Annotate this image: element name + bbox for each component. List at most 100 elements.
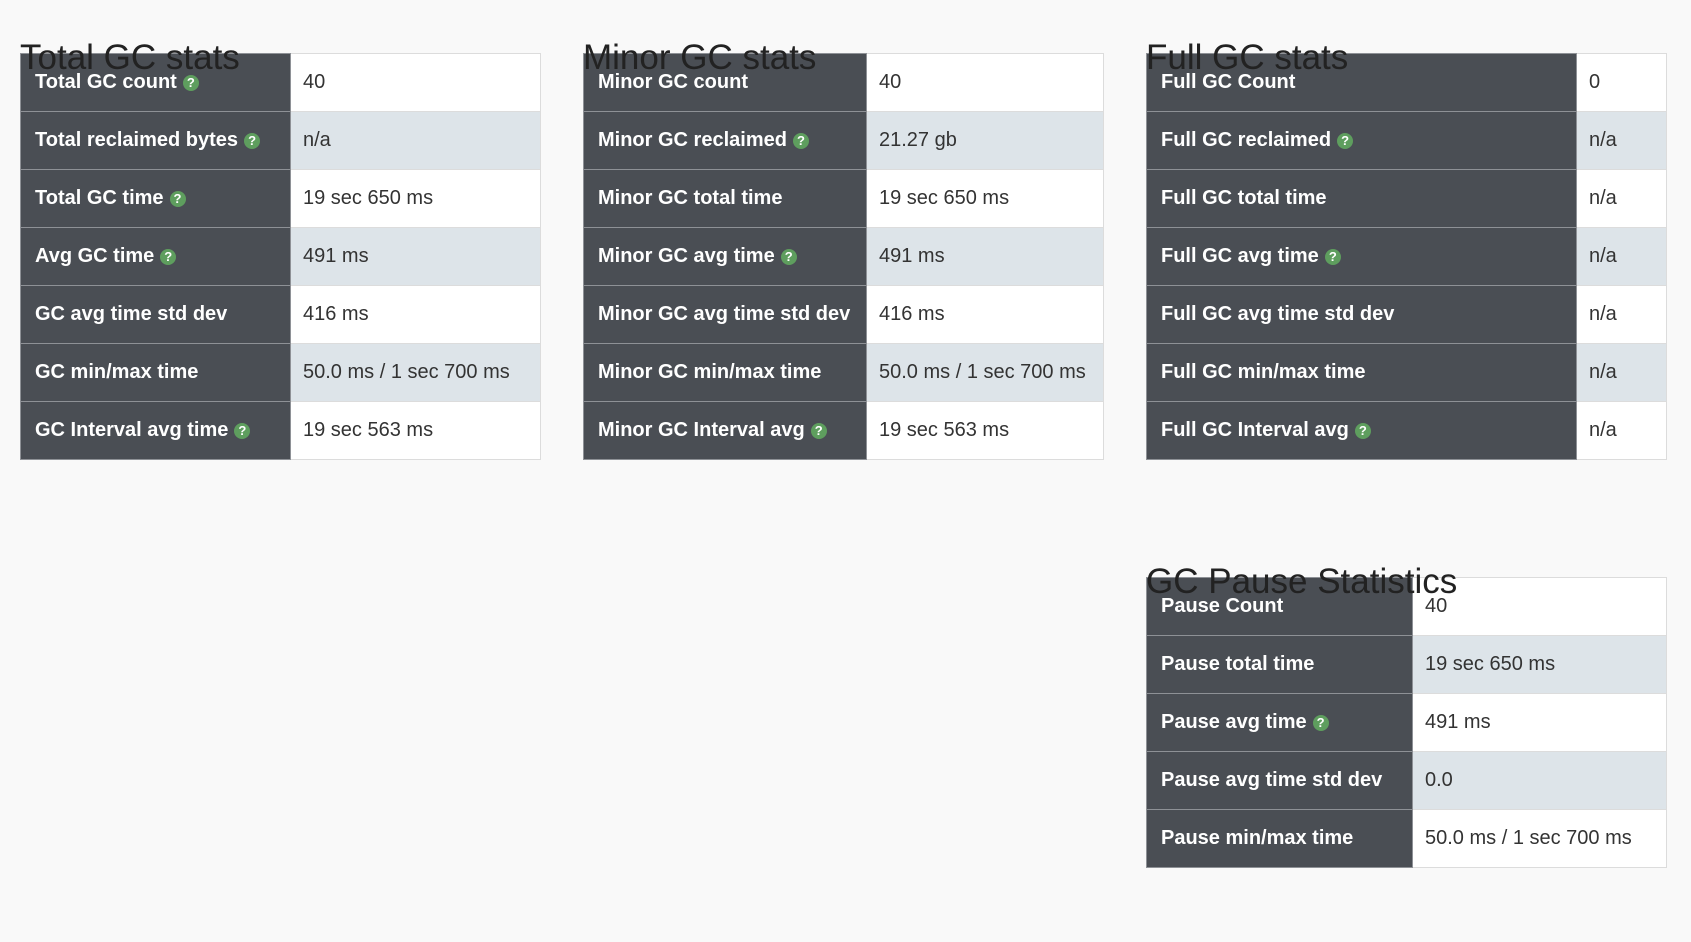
stats-row: Minor GC count 40 xyxy=(583,53,1104,112)
stat-value: 416 ms xyxy=(290,285,541,344)
stat-label-cell: Pause avg time? xyxy=(1146,693,1413,752)
stat-label-cell: Full GC min/max time xyxy=(1146,343,1577,402)
stat-value: 50.0 ms / 1 sec 700 ms xyxy=(290,343,541,402)
stat-label: Pause avg time xyxy=(1161,711,1307,733)
stat-label: GC avg time std dev xyxy=(35,303,228,325)
stat-value: 19 sec 650 ms xyxy=(866,169,1104,228)
stat-label-cell: Full GC avg time std dev xyxy=(1146,285,1577,344)
stat-value: 40 xyxy=(290,53,541,112)
stats-row: Avg GC time?491 ms xyxy=(20,227,541,286)
minor-gc-title: Minor GC stats xyxy=(583,38,817,77)
stat-value: 50.0 ms / 1 sec 700 ms xyxy=(1412,809,1667,868)
help-icon[interactable]: ? xyxy=(160,249,177,265)
stat-label-cell: Minor GC total time xyxy=(583,169,867,228)
stat-label-cell: GC avg time std dev xyxy=(20,285,291,344)
help-icon[interactable]: ? xyxy=(234,423,251,439)
stat-label: Minor GC avg time xyxy=(598,245,775,267)
stat-label: Total GC time xyxy=(35,187,164,209)
stats-row: Full GC reclaimed?n/a xyxy=(1146,111,1667,170)
help-icon[interactable]: ? xyxy=(810,423,827,439)
stat-value: 19 sec 563 ms xyxy=(866,401,1104,460)
stats-row: GC avg time std dev 416 ms xyxy=(20,285,541,344)
stat-label: Minor GC count xyxy=(598,71,748,93)
stat-label: Pause Count xyxy=(1161,595,1284,617)
help-icon[interactable]: ? xyxy=(1337,133,1354,149)
stats-row: Total GC count?40 xyxy=(20,53,541,112)
stats-row: Full GC avg time?n/a xyxy=(1146,227,1667,286)
help-icon[interactable]: ? xyxy=(244,133,261,149)
stat-label: Full GC avg time std dev xyxy=(1161,303,1395,325)
stat-label: Minor GC avg time std dev xyxy=(598,303,851,325)
stat-label-cell: Pause avg time std dev xyxy=(1146,751,1413,810)
stats-row: Minor GC reclaimed?21.27 gb xyxy=(583,111,1104,170)
help-icon[interactable]: ? xyxy=(1324,249,1341,265)
stat-label-cell: Pause min/max time xyxy=(1146,809,1413,868)
stat-label: GC Interval avg time xyxy=(35,419,229,441)
stat-label: Minor GC min/max time xyxy=(598,361,822,383)
help-icon[interactable]: ? xyxy=(1354,423,1371,439)
stat-value: 40 xyxy=(866,53,1104,112)
stat-label-cell: Full GC Interval avg? xyxy=(1146,401,1577,460)
stat-value: n/a xyxy=(1576,169,1667,228)
stat-label-cell: Full GC Count xyxy=(1146,53,1577,112)
stat-label: Total reclaimed bytes xyxy=(35,129,239,151)
stat-label-cell: Minor GC reclaimed? xyxy=(583,111,867,170)
stat-label: Full GC Interval avg xyxy=(1161,419,1349,441)
stats-row: Pause avg time std dev 0.0 xyxy=(1146,751,1667,810)
stat-label-cell: Full GC total time xyxy=(1146,169,1577,228)
stat-label-cell: Total reclaimed bytes? xyxy=(20,111,291,170)
stat-value: 19 sec 650 ms xyxy=(1412,635,1667,694)
help-icon[interactable]: ? xyxy=(182,75,199,91)
help-icon[interactable]: ? xyxy=(780,249,797,265)
stats-row: Minor GC avg time?491 ms xyxy=(583,227,1104,286)
stat-label-cell: Minor GC count xyxy=(583,53,867,112)
stat-label: Pause avg time std dev xyxy=(1161,769,1383,791)
stat-value: n/a xyxy=(1576,111,1667,170)
stat-label-cell: GC min/max time xyxy=(20,343,291,402)
stats-row: Minor GC Interval avg? 19 sec 563 ms xyxy=(583,401,1104,460)
stat-label-cell: Total GC time? xyxy=(20,169,291,228)
stat-value: 491 ms xyxy=(866,227,1104,286)
stat-label: Full GC min/max time xyxy=(1161,361,1366,383)
stat-label-cell: Minor GC avg time? xyxy=(583,227,867,286)
help-icon[interactable]: ? xyxy=(792,133,809,149)
stat-value: 416 ms xyxy=(866,285,1104,344)
total-gc-title: Total GC stats xyxy=(20,38,240,77)
stat-label: Minor GC Interval avg xyxy=(598,419,805,441)
help-icon[interactable]: ? xyxy=(169,191,186,207)
stat-value: n/a xyxy=(1576,343,1667,402)
stats-row: Full GC min/max time n/a xyxy=(1146,343,1667,402)
stat-value: 19 sec 650 ms xyxy=(290,169,541,228)
stat-value: 0.0 xyxy=(1412,751,1667,810)
stats-row: Total GC time?19 sec 650 ms xyxy=(20,169,541,228)
stat-label: Minor GC total time xyxy=(598,187,783,209)
gc-pause-title: GC Pause Statistics xyxy=(1146,562,1458,601)
stats-row: Minor GC avg time std dev 416 ms xyxy=(583,285,1104,344)
stats-row: Minor GC total time 19 sec 650 ms xyxy=(583,169,1104,228)
stats-row: Total reclaimed bytes?n/a xyxy=(20,111,541,170)
stat-label-cell: Full GC reclaimed? xyxy=(1146,111,1577,170)
stats-row: Minor GC min/max time 50.0 ms / 1 sec 700… xyxy=(583,343,1104,402)
stat-value: 50.0 ms / 1 sec 700 ms xyxy=(866,343,1104,402)
stat-label-cell: Minor GC avg time std dev xyxy=(583,285,867,344)
stat-value: n/a xyxy=(290,111,541,170)
stat-value: n/a xyxy=(1576,285,1667,344)
stat-label: Pause min/max time xyxy=(1161,827,1354,849)
stat-label: Full GC Count xyxy=(1161,71,1296,93)
stats-row: GC min/max time 50.0 ms / 1 sec 700 ms xyxy=(20,343,541,402)
stat-label: Full GC avg time xyxy=(1161,245,1319,267)
stat-label: GC min/max time xyxy=(35,361,199,383)
help-icon[interactable]: ? xyxy=(1312,715,1329,731)
